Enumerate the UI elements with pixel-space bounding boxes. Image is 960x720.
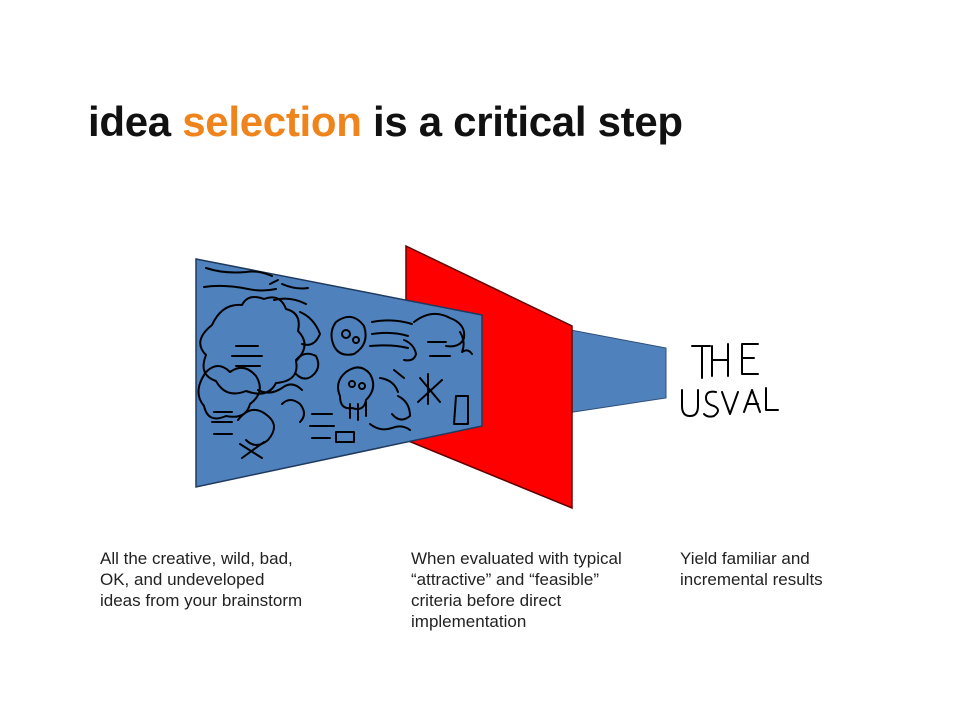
- output-funnel: [559, 327, 667, 415]
- caption-results: Yield familiar and incremental results: [680, 549, 823, 589]
- title-accent-word: selection: [182, 98, 362, 145]
- slide-title: idea selection is a critical step: [88, 98, 683, 146]
- caption-evaluation-criteria: When evaluated with typical “attractive”…: [411, 549, 622, 631]
- title-part-after: is a critical step: [361, 98, 683, 145]
- ideas-scribbles: [197, 267, 473, 459]
- title-part-before: idea: [88, 98, 183, 145]
- caption-brainstorm-ideas: All the creative, wild, bad, OK, and und…: [100, 549, 303, 610]
- handwritten-note: [681, 343, 779, 418]
